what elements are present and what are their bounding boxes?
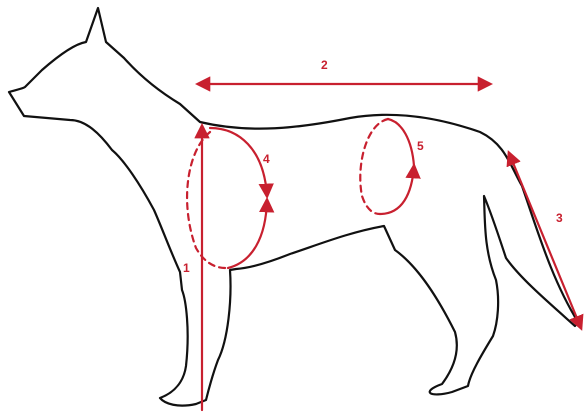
dog-outline [9, 8, 578, 406]
waist-girth-back-arc [360, 119, 388, 214]
chest-girth-back-arc [187, 132, 226, 268]
waist-girth-front-arc [380, 166, 414, 214]
waist-girth-label: 5 [417, 139, 424, 153]
chest-girth-front-arc-upper [210, 128, 267, 196]
tail-line [509, 153, 581, 328]
chest-girth-label: 4 [263, 152, 270, 166]
height-label: 1 [183, 261, 190, 275]
tail-label: 3 [556, 211, 563, 225]
back-length-label: 2 [321, 58, 328, 72]
waist-girth-front-arc-top [388, 119, 414, 166]
chest-girth-front-arc-lower [228, 200, 267, 268]
